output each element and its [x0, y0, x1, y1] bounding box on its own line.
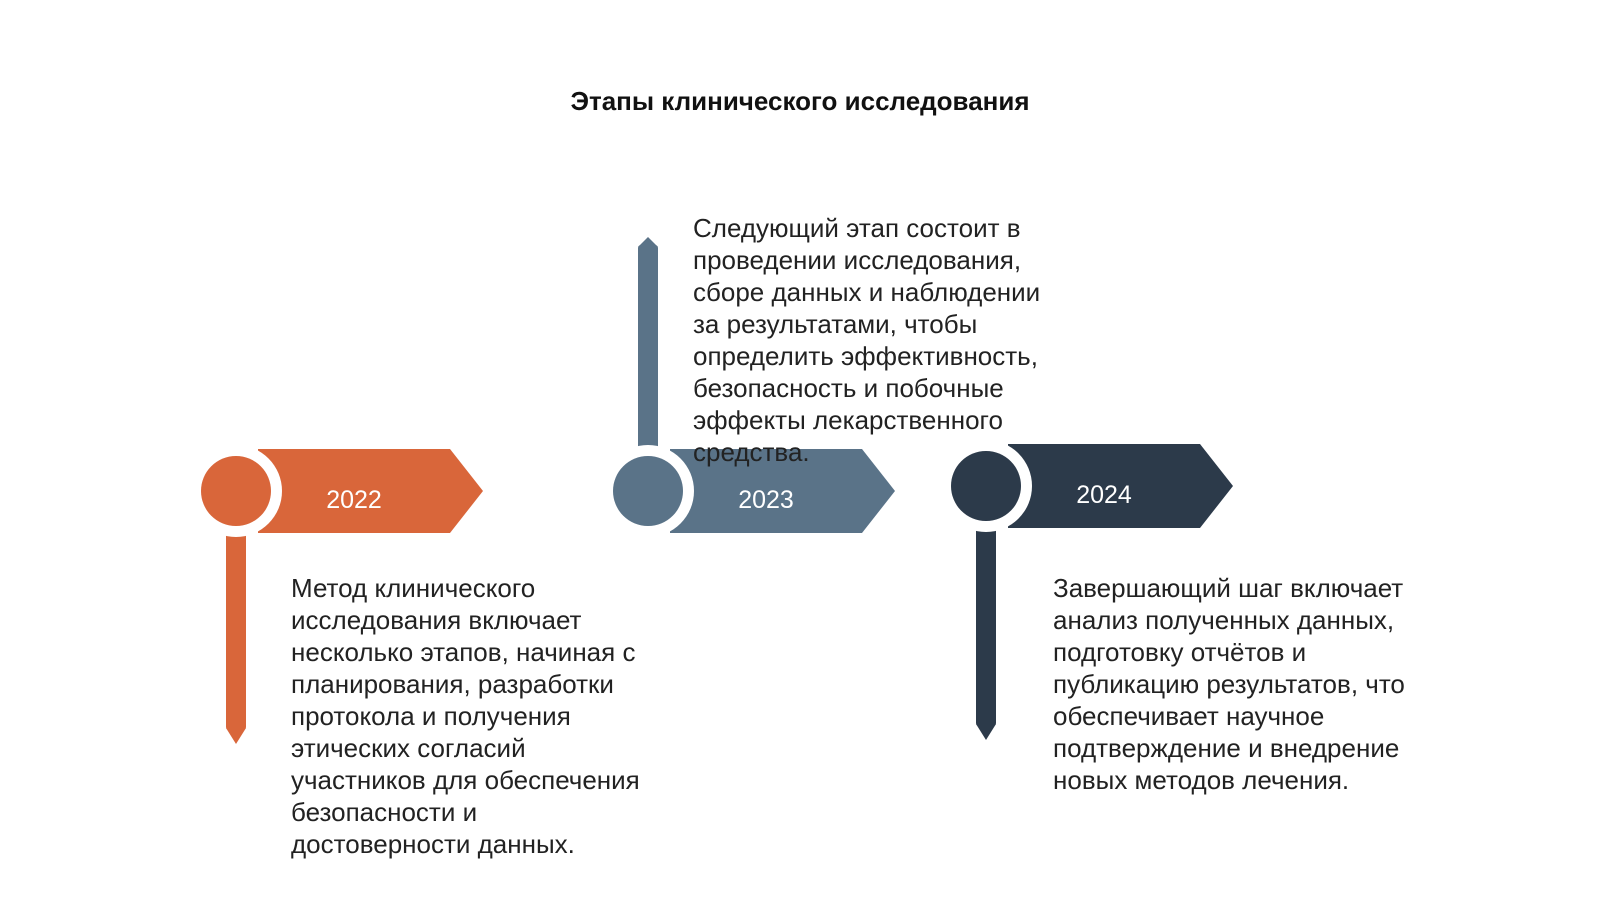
stage-2022-dot	[201, 456, 271, 526]
stage-2022-arrow-banner	[258, 449, 483, 533]
stage-2024: 2024	[940, 440, 1233, 740]
stage-2024-dot	[951, 451, 1021, 521]
stage-2023-year: 2023	[738, 486, 794, 514]
stage-2022-stem-tip	[226, 728, 246, 744]
stage-2023-dot	[613, 456, 683, 526]
stage-2022: 2022	[190, 445, 483, 744]
stage-2023-description: Следующий этап состоит в проведении иссл…	[693, 213, 1041, 467]
stage-2022-stem	[226, 520, 246, 730]
stage-2024-year: 2024	[1076, 481, 1132, 509]
stage-2023-arrow-banner	[670, 449, 895, 533]
diagram-title: Этапы клинического исследования	[570, 86, 1030, 116]
stage-2024-stem	[976, 516, 996, 726]
stage-2023-stem	[638, 245, 658, 455]
stage-2024-stem-tip	[976, 724, 996, 740]
stage-2023: 2023	[602, 237, 895, 537]
stage-2024-arrow-banner	[1008, 444, 1233, 528]
stage-2023-stem-tip	[638, 237, 658, 247]
stage-2022-year: 2022	[326, 486, 382, 514]
stage-2022-description: Метод клинического исследования включает…	[291, 573, 640, 859]
stage-2024-description: Завершающий шаг включает анализ полученн…	[1053, 573, 1405, 795]
